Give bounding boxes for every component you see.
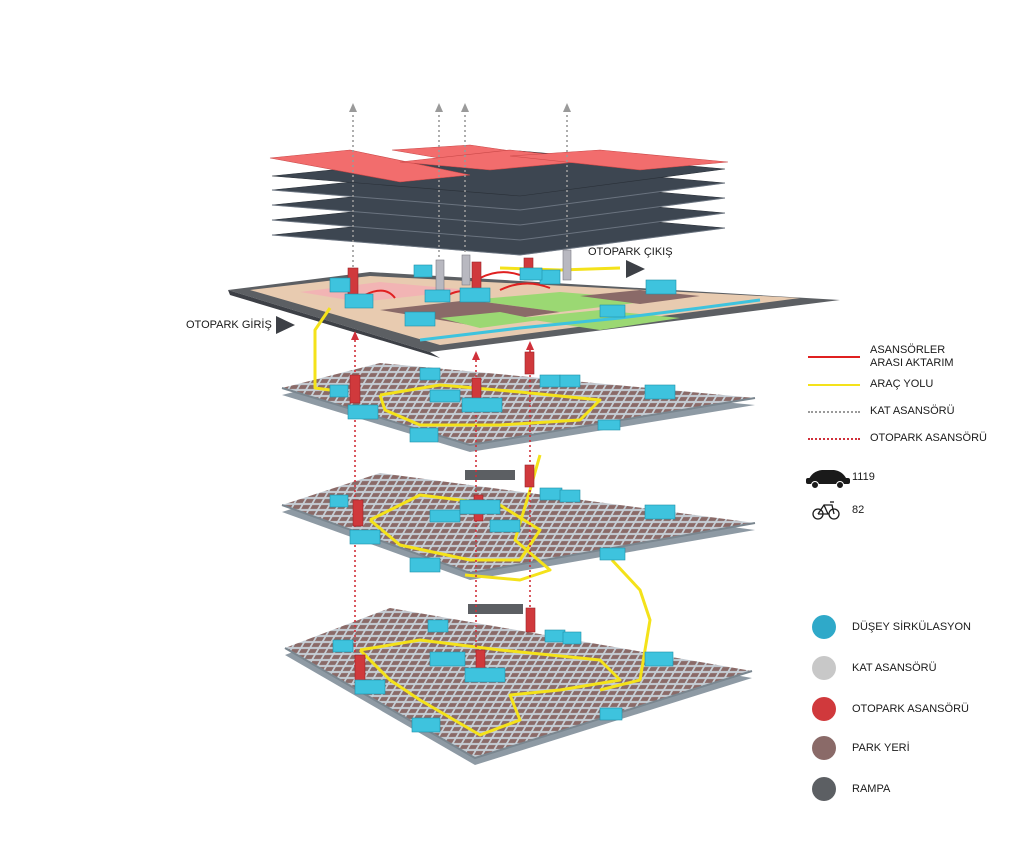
exit-label: OTOPARK ÇIKIŞ	[588, 246, 673, 258]
building-tower	[269, 144, 729, 256]
vertical-circulation-cores	[329, 264, 677, 733]
floor-elevator-swatch	[812, 656, 836, 680]
parking-elevator-label: OTOPARK ASANSÖRÜ	[852, 703, 969, 715]
transfer-line-label-2: ARASI AKTARIM	[870, 357, 954, 369]
bike-icon	[812, 501, 840, 520]
slab-lines	[271, 182, 726, 256]
building-roofs	[269, 144, 729, 183]
road-line-label: ARAÇ YOLU	[870, 378, 934, 390]
ramp-swatch	[812, 777, 836, 801]
red-arrow-heads	[351, 331, 534, 360]
floor-elevator-label: KAT ASANSÖRÜ	[852, 662, 937, 674]
transfer-line-swatch	[808, 356, 860, 358]
arrow-heads	[349, 103, 571, 112]
ground-level	[228, 272, 840, 358]
entrance-arrow-icon	[276, 316, 295, 334]
road-line-swatch	[808, 384, 860, 386]
floor-elevator-lines	[352, 110, 568, 300]
parking-elevator-swatch	[812, 697, 836, 721]
transfer-line-label-1: ASANSÖRLER	[870, 344, 946, 356]
car-icon	[806, 470, 850, 489]
vertical-circulation-swatch	[812, 615, 836, 639]
parking-elevator-line-swatch	[808, 438, 860, 440]
parking-level-3	[284, 604, 753, 765]
entrance-label: OTOPARK GİRİŞ	[186, 319, 272, 331]
parking-space-swatch	[812, 736, 836, 760]
exit-arrow-icon	[626, 260, 645, 278]
bike-count: 82	[852, 504, 865, 516]
floor-elevator-line-swatch	[808, 411, 860, 413]
parking-elevator-line-label: OTOPARK ASANSÖRÜ	[870, 432, 987, 444]
floor-elevator-line-label: KAT ASANSÖRÜ	[870, 405, 955, 417]
ramp-label: RAMPA	[852, 783, 891, 795]
car-count: 1119	[852, 471, 875, 483]
vertical-circulation-label: DÜŞEY SİRKÜLASYON	[852, 621, 972, 633]
parking-space-label: PARK YERİ	[852, 742, 910, 754]
